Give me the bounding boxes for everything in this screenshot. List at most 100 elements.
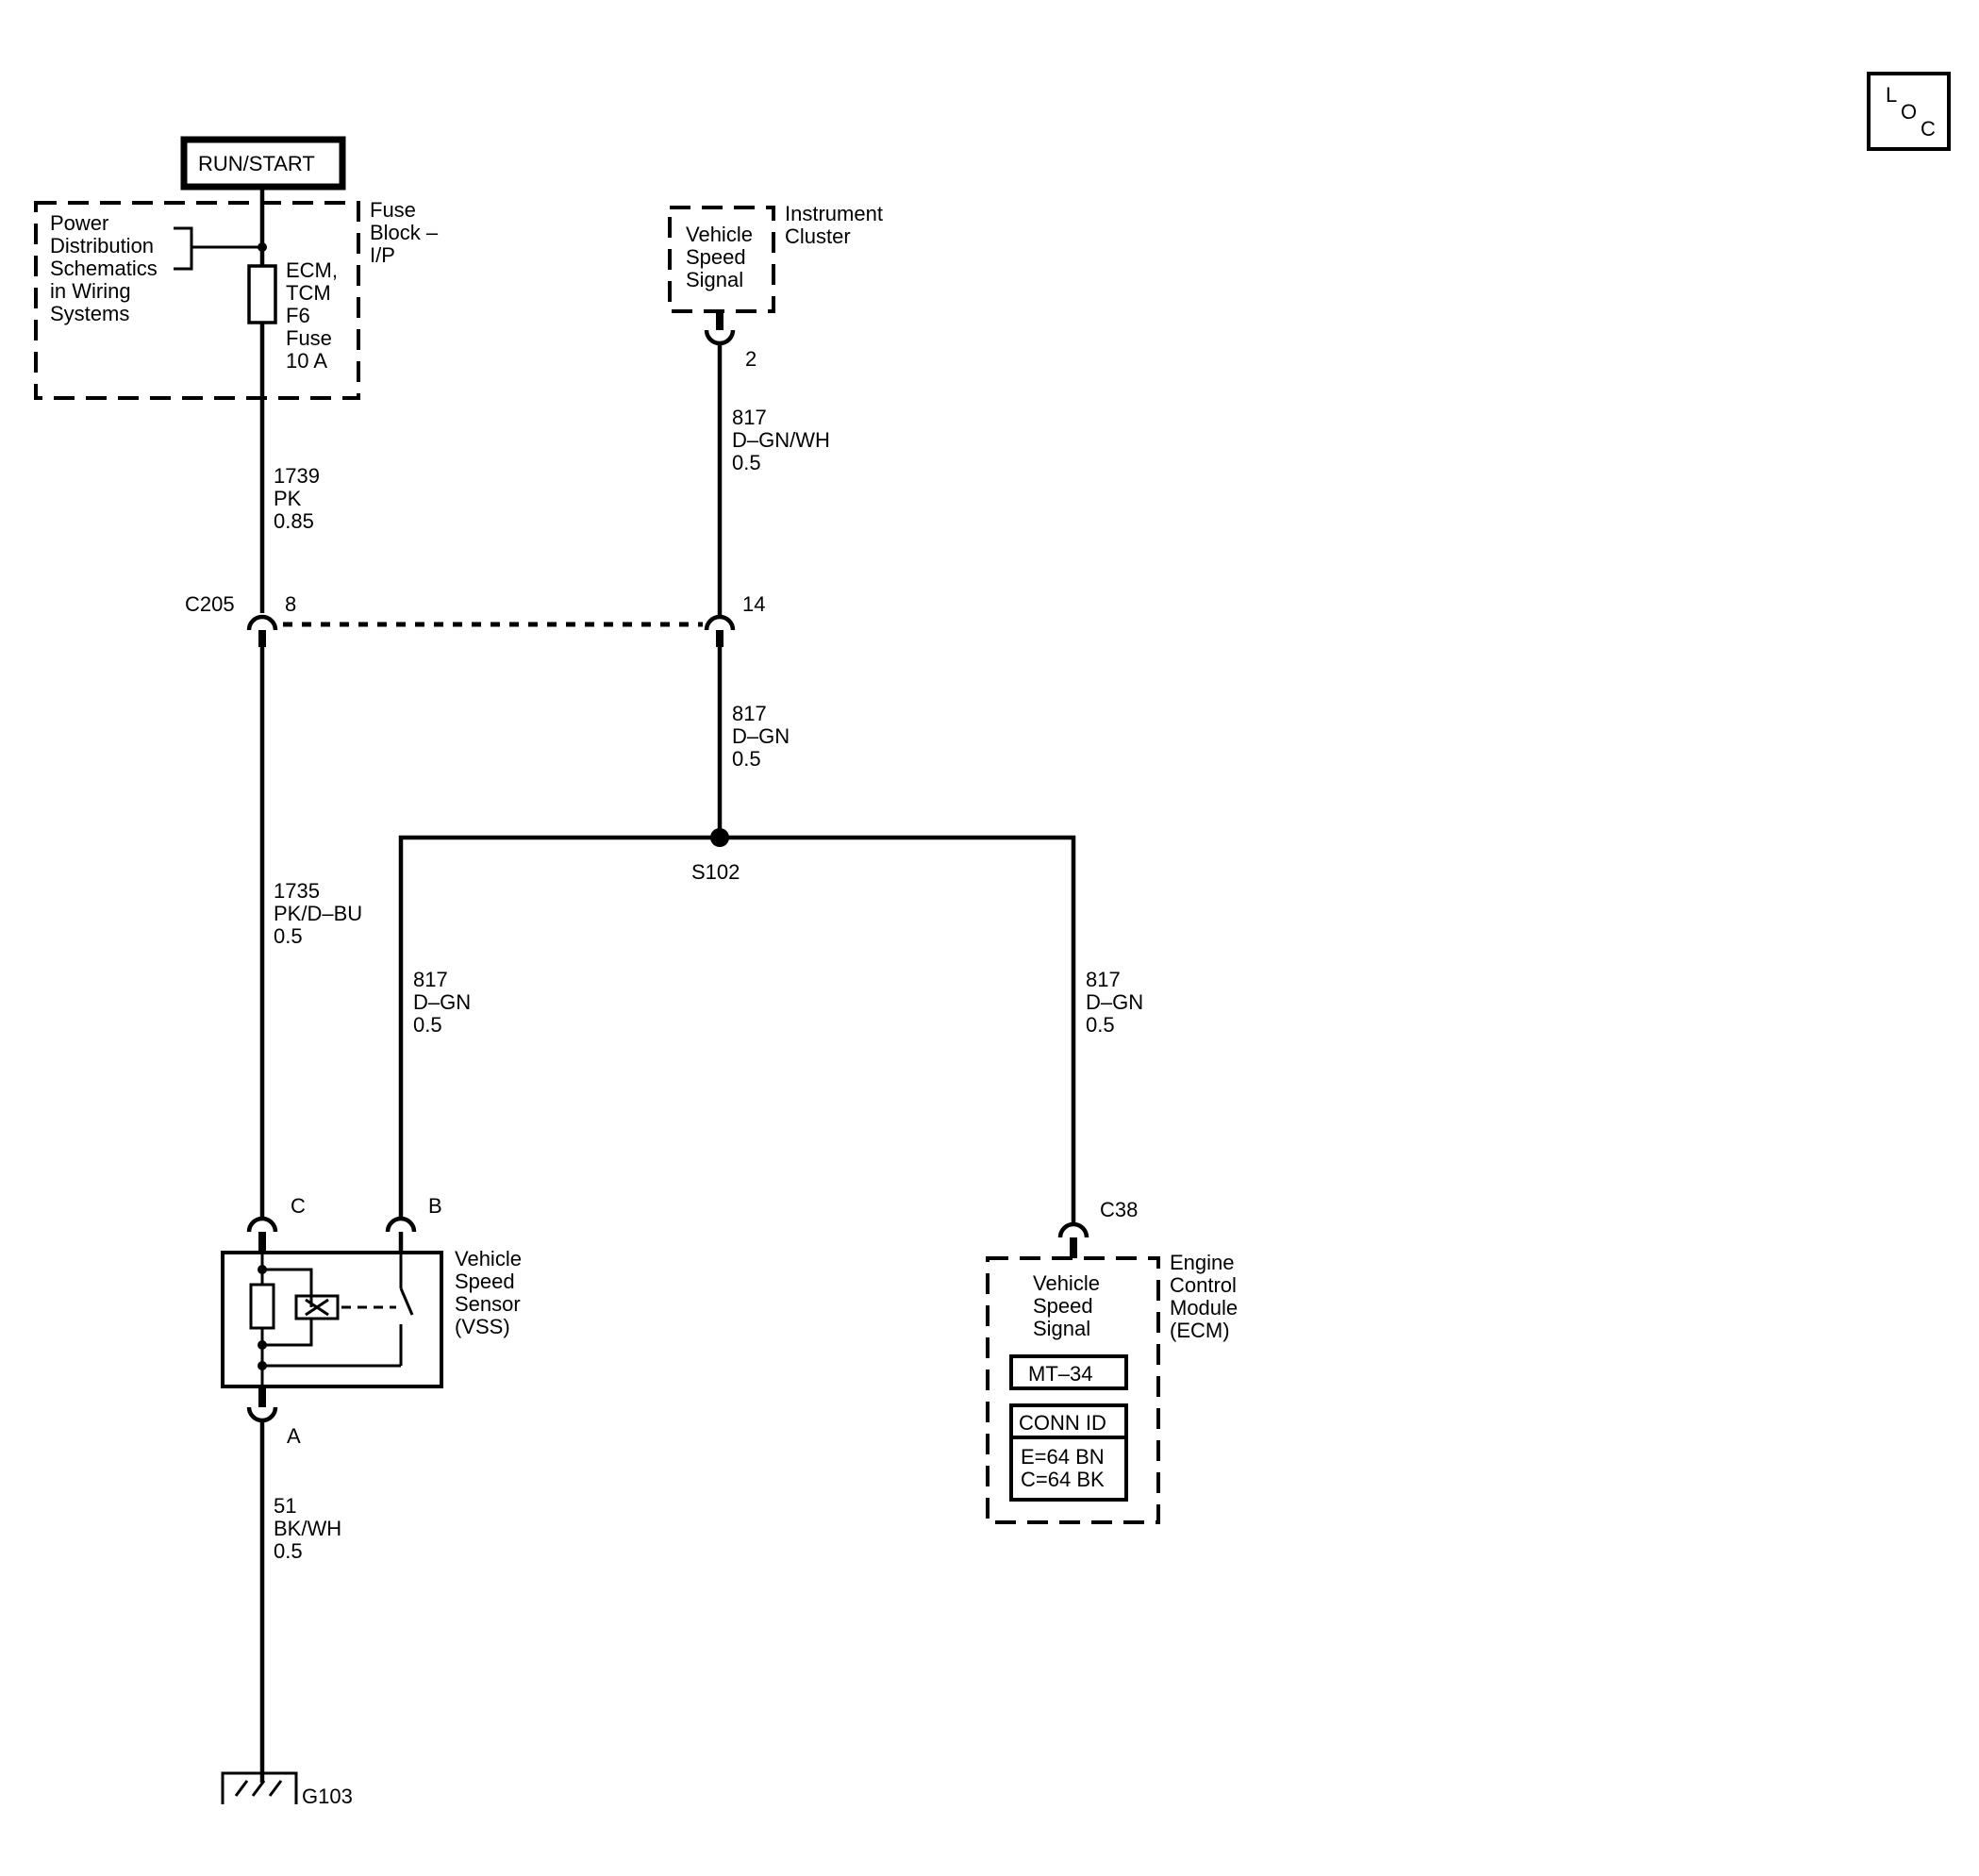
svg-text:0.5: 0.5 [1086, 1013, 1115, 1037]
vss-name: Vehicle Speed Sensor (VSS) [455, 1247, 522, 1338]
cluster-pin-2-label: 2 [745, 347, 757, 371]
vss-pin-a-socket [246, 1406, 278, 1423]
svg-text:Speed: Speed [455, 1270, 515, 1293]
svg-text:817: 817 [1086, 968, 1121, 991]
svg-text:D–GN: D–GN [1086, 990, 1143, 1014]
wire-817-left-label: 817 D–GN 0.5 [413, 968, 471, 1037]
svg-text:Speed: Speed [686, 245, 746, 269]
svg-text:Speed: Speed [1033, 1294, 1093, 1318]
svg-text:F6: F6 [286, 304, 310, 327]
svg-text:Fuse: Fuse [286, 326, 332, 350]
svg-text:817: 817 [732, 702, 767, 725]
ecm-conn-id-e: E=64 BN [1021, 1445, 1105, 1469]
svg-text:D–GN/WH: D–GN/WH [732, 428, 830, 452]
svg-text:TCM: TCM [286, 281, 331, 305]
c205-pin-14-terminal [716, 630, 723, 647]
svg-text:Distribution: Distribution [50, 234, 154, 257]
svg-text:Engine: Engine [1170, 1251, 1235, 1274]
vss-coil [294, 1294, 340, 1320]
cluster-pin-2-terminal [716, 311, 723, 330]
loc-letter-o: O [1901, 100, 1917, 124]
svg-text:(VSS): (VSS) [455, 1315, 510, 1338]
svg-text:I/P: I/P [370, 243, 395, 267]
splice-s102-dot [710, 828, 729, 847]
ecm-conn-id-c: C=64 BK [1021, 1468, 1105, 1491]
svg-text:0.5: 0.5 [732, 747, 761, 771]
svg-text:D–GN: D–GN [732, 724, 790, 748]
svg-text:0.85: 0.85 [274, 509, 314, 533]
ecm-conn-id-box [1009, 1403, 1128, 1502]
svg-text:PK: PK [274, 487, 302, 510]
svg-text:817: 817 [413, 968, 448, 991]
svg-text:0.5: 0.5 [413, 1013, 442, 1037]
ecm-mt34-label: MT–34 [1028, 1362, 1092, 1386]
c205-pin-8: 8 [285, 592, 296, 616]
c205-pin-8-terminal [258, 630, 266, 647]
svg-text:Module: Module [1170, 1296, 1238, 1320]
svg-text:Vehicle: Vehicle [686, 223, 753, 246]
wire-817-dgn-wh-label: 817 D–GN/WH 0.5 [732, 406, 830, 474]
ground-g103-symbol [221, 1771, 298, 1804]
vss-pin-a-label: A [287, 1424, 301, 1448]
c205-pin-8-socket [246, 614, 278, 631]
c205-pin-14-socket [704, 614, 736, 631]
cluster-pin-2-socket [704, 329, 736, 346]
wire-817-dgn-mid-label: 817 D–GN 0.5 [732, 702, 790, 771]
loc-letter-c: C [1921, 117, 1936, 141]
svg-text:1739: 1739 [274, 464, 320, 488]
svg-text:Schematics: Schematics [50, 257, 158, 280]
run-start-text: RUN/START [198, 152, 315, 175]
loc-badge: L O C [1867, 72, 1951, 151]
vss-pin-b-label: B [428, 1194, 442, 1218]
connector-c38-label: C38 [1100, 1198, 1138, 1221]
vss-coil-cross-b [305, 1298, 329, 1317]
svg-text:817: 817 [732, 406, 767, 429]
ground-g103-label: G103 [302, 1785, 353, 1808]
svg-text:Sensor: Sensor [455, 1292, 521, 1316]
wire-1739-label: 1739 PK 0.85 [274, 464, 320, 533]
fuse-f6-symbol [247, 264, 277, 324]
ecm-mt34-box [1009, 1354, 1128, 1390]
svg-text:Signal: Signal [686, 268, 743, 291]
loc-letter-l: L [1886, 83, 1897, 107]
splice-s102-label: S102 [691, 860, 740, 884]
svg-text:10 A: 10 A [286, 349, 327, 373]
wire-817-right-label: 817 D–GN 0.5 [1086, 968, 1143, 1037]
c38-terminal [1070, 1237, 1077, 1258]
svg-text:Vehicle: Vehicle [455, 1247, 522, 1270]
svg-text:0.5: 0.5 [732, 451, 761, 474]
svg-text:in Wiring: in Wiring [50, 279, 131, 303]
c205-pin-14: 14 [742, 592, 765, 616]
svg-text:Fuse: Fuse [370, 198, 416, 222]
wire-51-label: 51 BK/WH 0.5 [274, 1494, 341, 1563]
svg-text:Cluster: Cluster [785, 224, 851, 248]
vss-pin-b-socket [385, 1216, 417, 1233]
svg-text:Systems: Systems [50, 302, 129, 325]
svg-text:51: 51 [274, 1494, 296, 1518]
svg-text:(ECM): (ECM) [1170, 1319, 1230, 1342]
vss-resistor [249, 1283, 275, 1330]
svg-text:Power: Power [50, 211, 108, 235]
svg-text:ECM,: ECM, [286, 258, 338, 282]
ecm-conn-id-label: CONN ID [1019, 1411, 1106, 1435]
instrument-cluster-signal: Vehicle Speed Signal [686, 223, 753, 291]
svg-text:Signal: Signal [1033, 1317, 1090, 1340]
vss-pin-c-socket [246, 1216, 278, 1233]
vss-pin-c-label: C [291, 1194, 306, 1218]
ecm-outline [986, 1256, 1160, 1524]
svg-text:Control: Control [1170, 1273, 1237, 1297]
fuse-block-name: Fuse Block – I/P [370, 198, 439, 267]
svg-text:D–GN: D–GN [413, 990, 471, 1014]
svg-text:PK/D–BU: PK/D–BU [274, 902, 362, 925]
wire-1735-label: 1735 PK/D–BU 0.5 [274, 879, 362, 948]
vss-pin-a-terminal [258, 1386, 266, 1407]
instrument-cluster-name: Instrument Cluster [785, 202, 883, 248]
svg-text:Instrument: Instrument [785, 202, 883, 225]
splice-s102-branches [398, 835, 1076, 1224]
vss-coil-feed [262, 1268, 313, 1307]
svg-text:Block –: Block – [370, 221, 439, 244]
svg-text:BK/WH: BK/WH [274, 1517, 341, 1540]
vss-pin-c-terminal [258, 1232, 266, 1253]
c38-socket [1057, 1221, 1089, 1238]
